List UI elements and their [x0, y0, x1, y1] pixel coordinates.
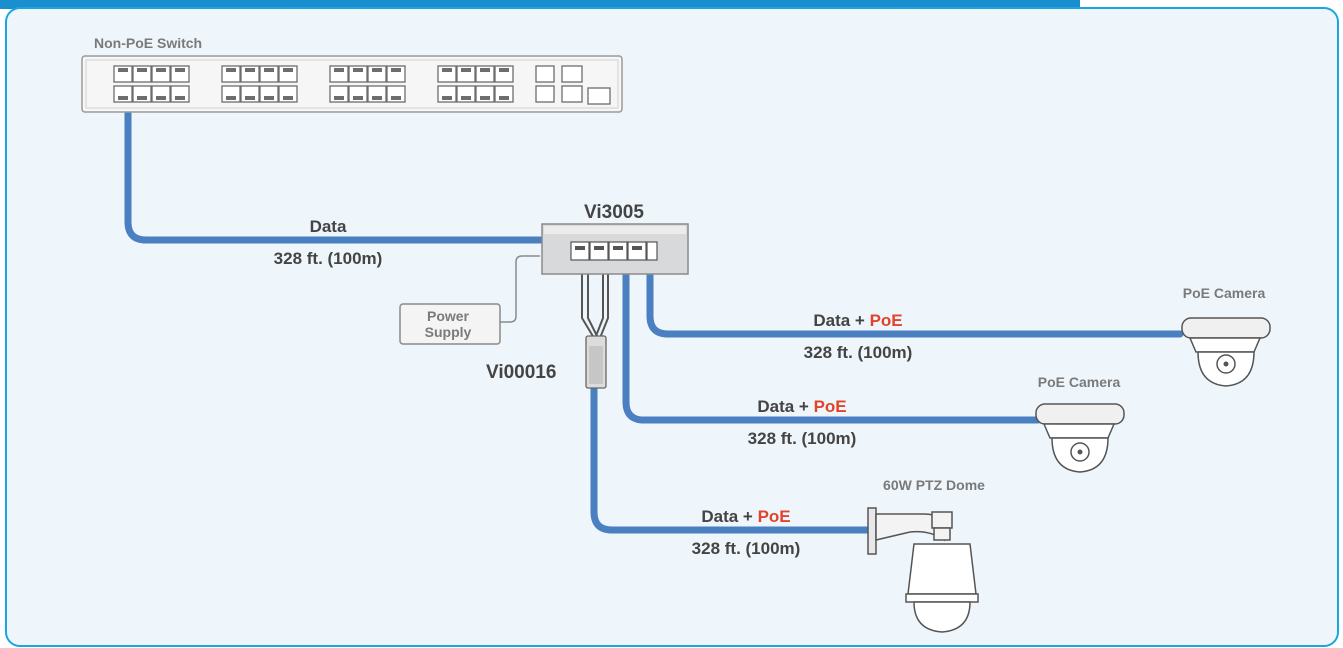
power-supply-line1: Power [427, 308, 470, 324]
switch-port-tab [226, 68, 236, 72]
switch-port-tab [480, 68, 490, 72]
vi3005-injector [541, 223, 689, 275]
switch-port-tab [480, 96, 490, 100]
switch-port-tab [461, 68, 471, 72]
cables [124, 96, 1184, 534]
ptz-data-text: Data + [701, 507, 757, 526]
switch-port-tab [283, 96, 293, 100]
switch-port-tab [372, 96, 382, 100]
ptz-label: 60W PTZ Dome [883, 477, 985, 493]
switch-port-tab [245, 68, 255, 72]
cam1-cable [646, 258, 1184, 338]
uplink-cable [124, 96, 552, 244]
power-supply-line2: Supply [425, 324, 472, 340]
switch-port-tab [334, 96, 344, 100]
switch-uplink-port [535, 85, 555, 103]
injector-label: Vi3005 [584, 202, 644, 223]
switch-uplink-port [561, 85, 583, 103]
switch-port-tab [391, 96, 401, 100]
uplink-data-label: Data [310, 217, 347, 236]
cam2-poe-text: PoE [814, 397, 847, 416]
switch-port-tab [353, 68, 363, 72]
switch-port-tab [353, 96, 363, 100]
switch-port-tab [461, 96, 471, 100]
switch-port-tab [156, 68, 166, 72]
ptz-distance-label: 328 ft. (100m) [692, 539, 801, 558]
switch-port-tab [226, 96, 236, 100]
header-strip [0, 0, 1080, 9]
cam1-distance-label: 328 ft. (100m) [804, 343, 913, 362]
ptz-poe-text: PoE [758, 507, 791, 526]
cam1-link-label: Data + PoE [813, 311, 902, 330]
switch-port-tab [442, 96, 452, 100]
camera2-label: PoE Camera [1038, 374, 1121, 390]
ptz-link-label: Data + PoE [701, 507, 790, 526]
switch-uplink-port [561, 65, 583, 83]
switch-port-tab [175, 68, 185, 72]
switch-port-tab [264, 68, 274, 72]
switch-port-tab [137, 96, 147, 100]
switch-label: Non-PoE Switch [94, 35, 202, 51]
switch-port-tab [372, 68, 382, 72]
switch-port-tab [156, 96, 166, 100]
poe-camera-1 [1181, 317, 1271, 387]
cam2-data-text: Data + [757, 397, 813, 416]
ptz-cable [590, 382, 874, 534]
cam1-poe-text: PoE [870, 311, 903, 330]
vi00016-splitter [585, 335, 607, 389]
switch-port-tab [264, 96, 274, 100]
switch-uplink-port [587, 87, 611, 105]
switch-port-tab [334, 68, 344, 72]
switch-port-tab [391, 68, 401, 72]
ptz-dome-camera [867, 507, 979, 633]
diagram-panel [5, 7, 1339, 647]
switch-port-tab [118, 68, 128, 72]
camera1-label: PoE Camera [1183, 285, 1266, 301]
uplink-distance-label: 328 ft. (100m) [274, 249, 383, 268]
power-supply: Power Supply [399, 255, 540, 345]
switch-port-tab [283, 68, 293, 72]
switch-port-tab [499, 68, 509, 72]
cam2-cable [622, 258, 1042, 424]
switch-port-tab [499, 96, 509, 100]
splitter-label: Vi00016 [486, 362, 556, 383]
switch-port-tab [245, 96, 255, 100]
switch-port-tab [175, 96, 185, 100]
non-poe-switch [81, 55, 623, 113]
switch-port-tab [442, 68, 452, 72]
cam2-link-label: Data + PoE [757, 397, 846, 416]
switch-port-tab [137, 68, 147, 72]
poe-camera-2 [1035, 403, 1125, 473]
cam1-data-text: Data + [813, 311, 869, 330]
cam2-distance-label: 328 ft. (100m) [748, 429, 857, 448]
switch-port-tab [118, 96, 128, 100]
switch-uplink-port [535, 65, 555, 83]
splitter-leads [581, 262, 609, 339]
